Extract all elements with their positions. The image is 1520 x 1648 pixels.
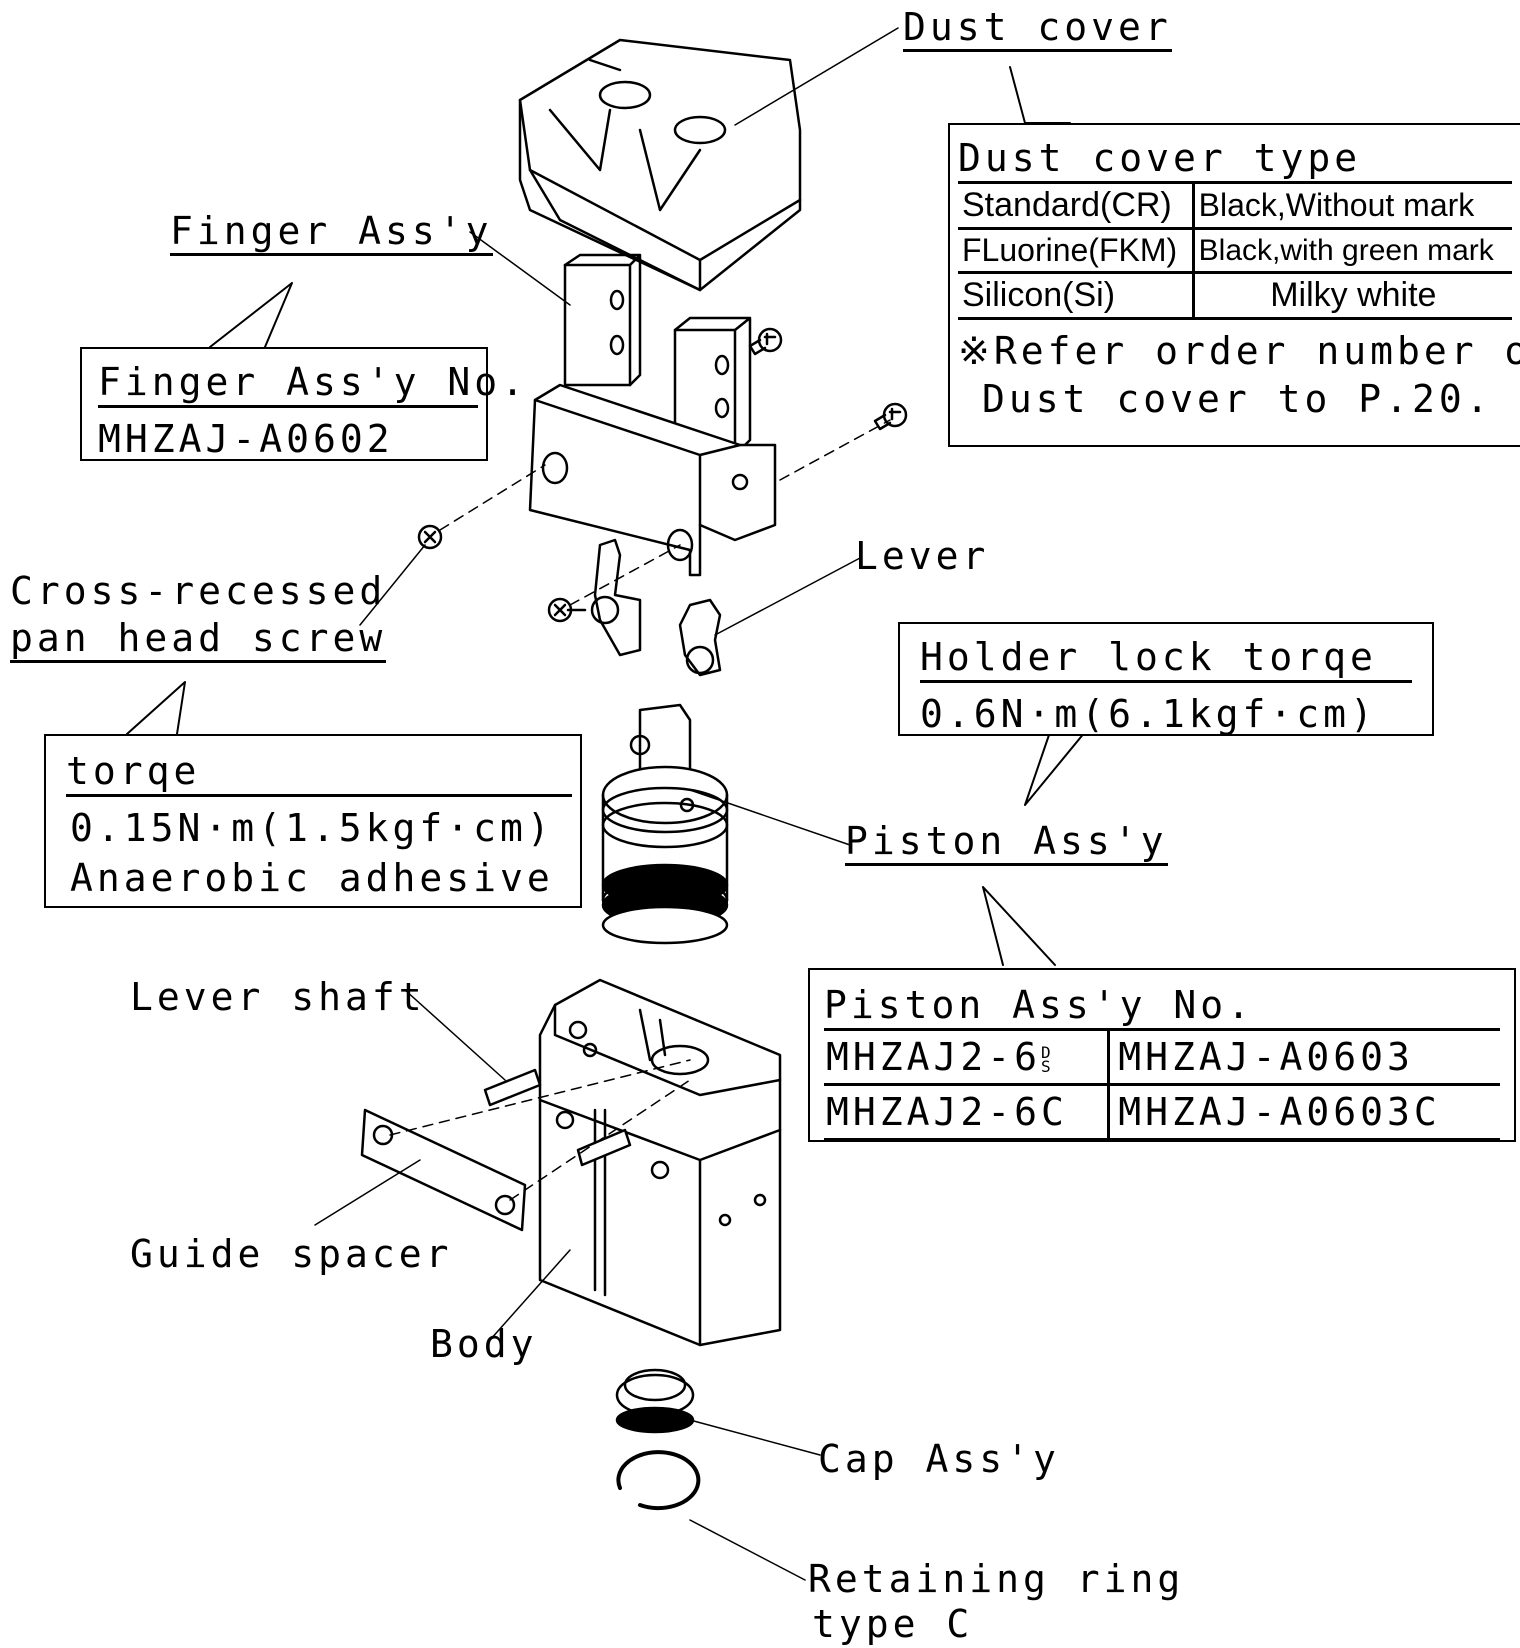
cap-part bbox=[617, 1370, 693, 1432]
body-label: Body bbox=[430, 1322, 538, 1366]
dust-cover-label: Dust cover bbox=[903, 8, 1172, 52]
dust-cover-type-table: Standard(CR) Black,Without mark FLuorine… bbox=[958, 184, 1512, 320]
guide-spacer-part bbox=[362, 1110, 525, 1230]
finger-assy-no-title: Finger Ass'y No. bbox=[98, 363, 524, 408]
retaining-ring-label-line2: type C bbox=[812, 1602, 974, 1646]
holder-lock-torque-title: Holder lock torqe bbox=[920, 638, 1412, 683]
dust-cover-type-title: Dust cover type bbox=[958, 139, 1512, 184]
dust-cover-type-cell: FLuorine(FKM) bbox=[958, 228, 1195, 273]
dust-cover-note-line2: Dust cover to P.20. bbox=[982, 377, 1493, 421]
piston-model-sup: D bbox=[1041, 1042, 1051, 1062]
dust-cover-desc-cell: Milky white bbox=[1270, 276, 1437, 314]
dust-cover-row-silicon: Silicon(Si) Milky white bbox=[958, 272, 1512, 319]
piston-model-sub: S bbox=[1041, 1056, 1051, 1076]
lever-shaft-parts bbox=[485, 1070, 630, 1165]
finger-assy-no-value: MHZAJ-A0602 bbox=[98, 417, 394, 461]
piston-part-cell: MHZAJ-A0603 bbox=[1118, 1035, 1414, 1079]
dust-cover-type-box: Dust cover type Standard(CR) Black,Witho… bbox=[948, 123, 1520, 447]
finger-assy-no-box: Finger Ass'y No. MHZAJ-A0602 bbox=[80, 347, 524, 461]
guide-spacer-label: Guide spacer bbox=[130, 1232, 453, 1276]
dust-cover-type-cell: Standard(CR) bbox=[958, 184, 1195, 229]
screw-torque-box: torqe 0.15N·m(1.5kgf·cm) Anaerobic adhes… bbox=[44, 734, 582, 908]
piston-assy-no-title: Piston Ass'y No. bbox=[824, 986, 1500, 1031]
dust-cover-note-line1: ※Refer order number of bbox=[958, 329, 1520, 373]
lever-label: Lever bbox=[855, 534, 990, 578]
screw-torque-title: torqe bbox=[66, 752, 572, 797]
dust-cover-row-standard: Standard(CR) Black,Without mark bbox=[958, 184, 1512, 229]
dust-cover-desc-cell: Black,Without mark bbox=[1198, 187, 1475, 223]
lever-parts bbox=[592, 540, 720, 675]
retaining-ring-label-line1: Retaining ring bbox=[808, 1557, 1185, 1601]
screw-torque-value: 0.15N·m(1.5kgf·cm) bbox=[70, 806, 554, 850]
leader-lines bbox=[315, 28, 898, 1580]
holder-lock-torque-value: 0.6N·m(6.1kgf·cm) bbox=[920, 692, 1377, 736]
dust-cover-row-fluorine: FLuorine(FKM) Black,with green mark bbox=[958, 228, 1512, 273]
holder-lock-torque-box: Holder lock torqe 0.6N·m(6.1kgf·cm) bbox=[898, 622, 1434, 736]
lever-shaft-label: Lever shaft bbox=[130, 975, 426, 1019]
screw-label-line2: pan head screw bbox=[10, 619, 387, 663]
finger-assy-label: Finger Ass'y bbox=[170, 212, 493, 256]
piston-assy-row-c: MHZAJ2-6C MHZAJ-A0603C bbox=[824, 1084, 1500, 1140]
dust-cover-type-cell: Silicon(Si) bbox=[958, 272, 1195, 319]
piston-part bbox=[603, 705, 727, 943]
body-part bbox=[540, 980, 780, 1345]
retaining-ring-part bbox=[618, 1452, 698, 1508]
finger-part bbox=[565, 255, 750, 455]
dust-cover-part bbox=[520, 40, 800, 290]
screw-label-line1: Cross-recessed bbox=[10, 569, 387, 613]
assembly-axes bbox=[390, 420, 890, 1200]
piston-model-cell: MHZAJ2-6C bbox=[824, 1084, 1111, 1140]
cap-assy-label: Cap Ass'y bbox=[818, 1437, 1060, 1481]
finger-block-part bbox=[530, 385, 775, 575]
screw-parts bbox=[419, 329, 906, 621]
screw-torque-note: Anaerobic adhesive bbox=[70, 856, 554, 900]
dust-cover-desc-cell: Black,with green mark bbox=[1198, 233, 1494, 267]
piston-model-text: MHZAJ2-6 bbox=[826, 1035, 1042, 1079]
piston-assy-label: Piston Ass'y bbox=[845, 822, 1168, 866]
piston-part-cell: MHZAJ-A0603C bbox=[1118, 1090, 1441, 1134]
